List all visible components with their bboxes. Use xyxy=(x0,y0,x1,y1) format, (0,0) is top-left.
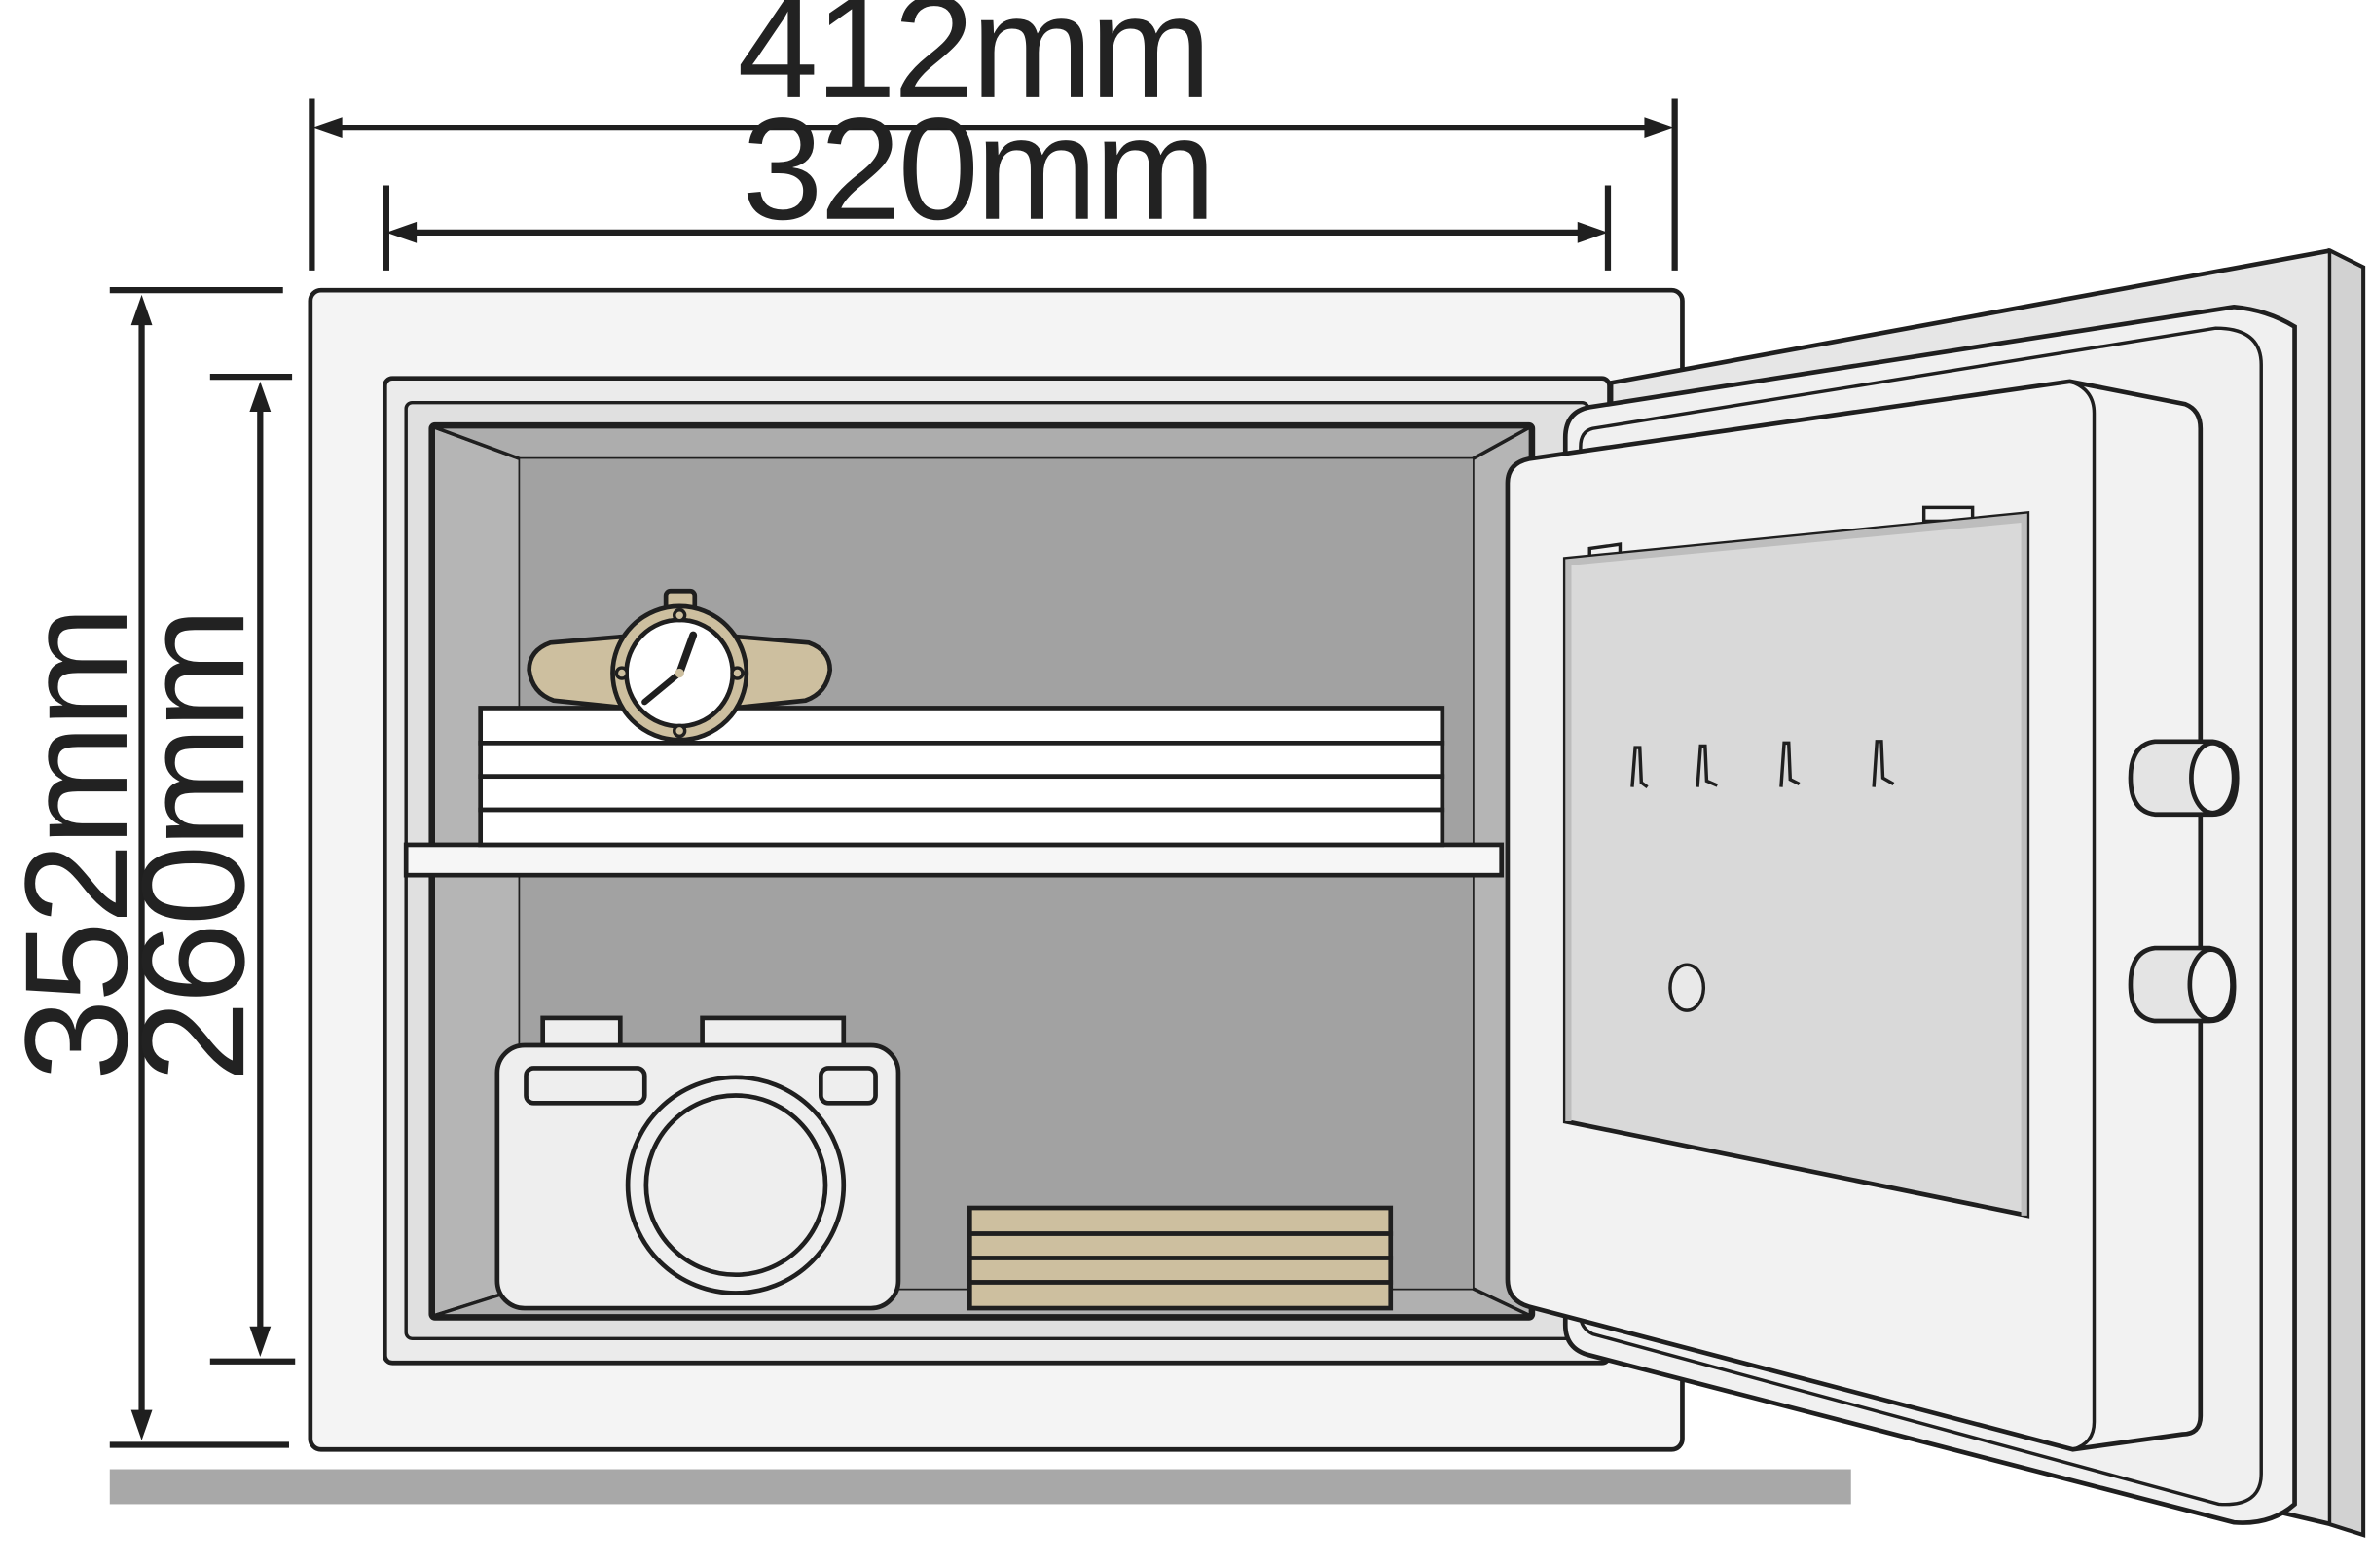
watch-marker xyxy=(672,723,687,739)
camera-viewfinder xyxy=(524,1066,647,1106)
document-sheet xyxy=(478,774,1445,813)
key-hook xyxy=(1696,744,1719,787)
inner-height-arrow-top xyxy=(249,381,272,413)
watch-marker xyxy=(672,608,687,623)
locking-bolt-lower xyxy=(2128,945,2237,1024)
door-keyhole xyxy=(1668,963,1706,1012)
camera-lens-inner xyxy=(643,1093,828,1278)
document-sheet xyxy=(478,741,1445,780)
key-hook xyxy=(1779,741,1801,787)
envelope xyxy=(967,1256,1394,1285)
watch-minute-hand xyxy=(641,670,683,706)
outer-width-arrow-left xyxy=(311,117,343,139)
floor-bar xyxy=(109,1469,1851,1505)
shelf xyxy=(403,842,1505,878)
envelope-stack xyxy=(967,1205,1394,1311)
width-dimensions: 412mm 320mm xyxy=(309,0,1678,271)
outer-height-label: 352mm xyxy=(0,609,158,1080)
outer-width-label: 412mm xyxy=(737,0,1208,128)
door-panel-bevel xyxy=(2068,380,2097,1451)
safe-door xyxy=(1505,247,2366,1538)
watch-strap-right xyxy=(730,634,833,711)
watch-center-pin xyxy=(675,668,684,678)
door-edge-side xyxy=(2327,247,2365,1538)
envelope xyxy=(967,1205,1394,1236)
watch-marker xyxy=(614,666,630,680)
camera-icon xyxy=(494,1015,901,1311)
camera-flash xyxy=(819,1066,878,1106)
watch-marker xyxy=(730,666,745,680)
door-pocket-panel xyxy=(1562,511,2030,1219)
inner-width-arrow-right xyxy=(1577,221,1608,243)
cavity-top-wall xyxy=(432,424,1532,461)
watch-hour-hand xyxy=(675,631,698,677)
inner-height-arrow-bottom xyxy=(249,1326,272,1358)
key-hook xyxy=(1872,740,1895,787)
outer-height-arrow-top xyxy=(130,294,153,326)
envelope xyxy=(967,1231,1394,1260)
document-stack xyxy=(478,706,1445,848)
height-dimensions: 352mm 260mm xyxy=(0,287,296,1448)
inner-width-arrow-left xyxy=(385,221,418,243)
inner-height-label: 260mm xyxy=(111,610,274,1081)
outer-width-arrow-right xyxy=(1644,117,1675,139)
document-sheet xyxy=(478,807,1445,848)
watch-icon xyxy=(527,588,833,743)
inner-width-label: 320mm xyxy=(742,87,1213,250)
key-hook xyxy=(1630,746,1649,788)
watch-strap-left xyxy=(527,634,629,711)
locking-bolt-upper xyxy=(2128,739,2240,818)
envelope xyxy=(967,1280,1394,1311)
outer-height-arrow-bottom xyxy=(130,1409,153,1440)
